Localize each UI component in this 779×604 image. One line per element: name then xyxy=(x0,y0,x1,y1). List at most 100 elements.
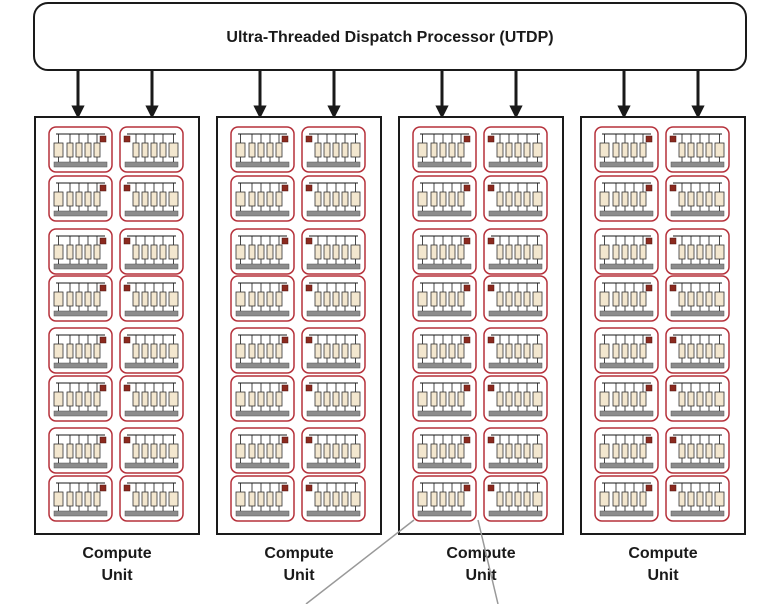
register-bar xyxy=(670,210,725,217)
alu-thin xyxy=(266,391,274,407)
alu-thin xyxy=(84,142,92,158)
branch-unit xyxy=(463,384,471,392)
alu-thin xyxy=(84,191,92,207)
alu-thin xyxy=(93,491,101,507)
alu-thin xyxy=(323,391,331,407)
alu-thin xyxy=(266,443,274,459)
register-bar xyxy=(670,462,725,469)
register-bar xyxy=(599,362,654,369)
alu-thin xyxy=(159,142,167,158)
branch-unit xyxy=(99,484,107,492)
alu-thin xyxy=(93,291,101,307)
alu-thin xyxy=(448,244,456,260)
alu-thin xyxy=(705,191,713,207)
branch-unit xyxy=(463,135,471,143)
alu-thin xyxy=(84,491,92,507)
alu-wide xyxy=(350,191,361,207)
alu-thin xyxy=(314,343,322,359)
branch-unit xyxy=(99,284,107,292)
alu-thin xyxy=(430,191,438,207)
alu-wide xyxy=(599,142,610,158)
branch-unit xyxy=(123,135,131,143)
register-bar xyxy=(235,362,290,369)
alu-thin xyxy=(514,391,522,407)
register-bar xyxy=(235,263,290,270)
branch-unit xyxy=(645,384,653,392)
alu-thin xyxy=(75,291,83,307)
alu-thin xyxy=(132,443,140,459)
alu-thin xyxy=(332,244,340,260)
alu-thin xyxy=(496,291,504,307)
alu-thin xyxy=(141,343,149,359)
alu-wide xyxy=(714,291,725,307)
alu-thin xyxy=(257,443,265,459)
register-bar xyxy=(417,210,472,217)
alu-thin xyxy=(66,391,74,407)
alu-thin xyxy=(505,343,513,359)
alu-thin xyxy=(84,343,92,359)
alu-thin xyxy=(66,443,74,459)
alu-thin xyxy=(159,291,167,307)
dispatch-processor-label: Ultra-Threaded Dispatch Processor (UTDP) xyxy=(226,29,553,46)
register-bar xyxy=(124,263,179,270)
compute-unit-label-1-line1: Compute xyxy=(82,545,151,562)
alu-thin xyxy=(514,142,522,158)
alu-thin xyxy=(323,443,331,459)
alu-wide xyxy=(532,343,543,359)
stream-core-2-2-right xyxy=(301,175,366,222)
alu-thin xyxy=(93,391,101,407)
alu-wide xyxy=(168,291,179,307)
alu-thin xyxy=(705,491,713,507)
register-bar xyxy=(235,462,290,469)
alu-wide xyxy=(532,244,543,260)
alu-thin xyxy=(696,491,704,507)
register-bar xyxy=(599,310,654,317)
alu-thin xyxy=(687,142,695,158)
register-bar xyxy=(670,362,725,369)
alu-thin xyxy=(275,142,283,158)
branch-unit xyxy=(281,484,289,492)
register-bar xyxy=(124,210,179,217)
alu-wide xyxy=(53,142,64,158)
callout-line-left xyxy=(305,519,415,604)
alu-thin xyxy=(678,142,686,158)
register-bar xyxy=(124,410,179,417)
stream-core-4-3-left xyxy=(594,228,659,275)
stream-core-2-3-right xyxy=(301,228,366,275)
alu-wide xyxy=(235,443,246,459)
stream-core-2-6-right xyxy=(301,375,366,422)
stream-core-1-2-right xyxy=(119,175,184,222)
stream-core-4-5-right xyxy=(665,327,730,374)
alu-thin xyxy=(248,291,256,307)
alu-thin xyxy=(159,491,167,507)
alu-thin xyxy=(150,443,158,459)
register-bar xyxy=(124,362,179,369)
register-bar xyxy=(306,362,361,369)
alu-thin xyxy=(523,343,531,359)
register-bar xyxy=(599,410,654,417)
alu-thin xyxy=(496,142,504,158)
alu-thin xyxy=(323,491,331,507)
branch-unit xyxy=(123,484,131,492)
stream-core-2-7-right xyxy=(301,427,366,474)
stream-core-1-3-left xyxy=(48,228,113,275)
alu-thin xyxy=(75,191,83,207)
stream-core-4-2-right xyxy=(665,175,730,222)
alu-wide xyxy=(599,291,610,307)
alu-thin xyxy=(505,244,513,260)
alu-thin xyxy=(132,142,140,158)
alu-thin xyxy=(141,142,149,158)
alu-thin xyxy=(430,491,438,507)
compute-unit-2 xyxy=(216,116,382,535)
alu-thin xyxy=(75,491,83,507)
alu-thin xyxy=(457,244,465,260)
stream-core-1-2-left xyxy=(48,175,113,222)
alu-thin xyxy=(132,291,140,307)
branch-unit xyxy=(487,184,495,192)
alu-thin xyxy=(496,343,504,359)
stream-core-3-5-left xyxy=(412,327,477,374)
stream-core-1-4-right xyxy=(119,275,184,322)
register-bar xyxy=(417,161,472,168)
alu-thin xyxy=(514,291,522,307)
alu-wide xyxy=(714,443,725,459)
